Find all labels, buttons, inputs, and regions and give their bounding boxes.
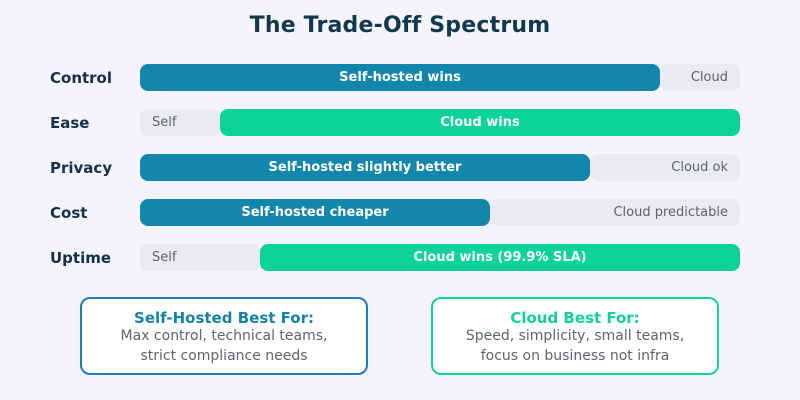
bar-segment-cloud: Cloud wins (99.9% SLA) [260, 244, 740, 271]
row-label-ease: Ease [50, 113, 90, 132]
bar-segment-self: Self-hosted slightly better [140, 154, 590, 181]
bar-segment-neutral: Cloud [660, 64, 740, 91]
page-title: The Trade-Off Spectrum [249, 13, 551, 38]
self-hosted-callout-title: Self-Hosted Best For: [134, 309, 314, 327]
row-label-privacy: Privacy [50, 158, 113, 177]
bar-segment-neutral: Cloud predictable [490, 199, 740, 226]
self-hosted-callout-line: strict compliance needs [140, 347, 308, 364]
row-label-uptime: Uptime [50, 248, 112, 267]
bar-segment-neutral: Self [140, 244, 260, 271]
self-hosted-callout-line: Max control, technical teams, [120, 328, 328, 344]
self-hosted-callout-box: Self-Hosted Best For: Max control, techn… [80, 297, 368, 375]
cloud-callout-line: focus on business not infra [480, 347, 670, 364]
bar-segment-neutral: Cloud ok [590, 154, 740, 181]
cloud-callout-box: Cloud Best For: Speed, simplicity, small… [431, 297, 719, 375]
cloud-callout-line: Speed, simplicity, small teams, [465, 328, 685, 344]
cloud-callout-title: Cloud Best For: [510, 309, 640, 327]
bar-segment-self: Self-hosted wins [140, 64, 660, 91]
row-label-cost: Cost [50, 203, 88, 222]
bar-segment-neutral: Self [140, 109, 220, 136]
row-label-control: Control [50, 68, 113, 87]
bar-segment-self: Self-hosted cheaper [140, 199, 490, 226]
bar-segment-cloud: Cloud wins [220, 109, 740, 136]
